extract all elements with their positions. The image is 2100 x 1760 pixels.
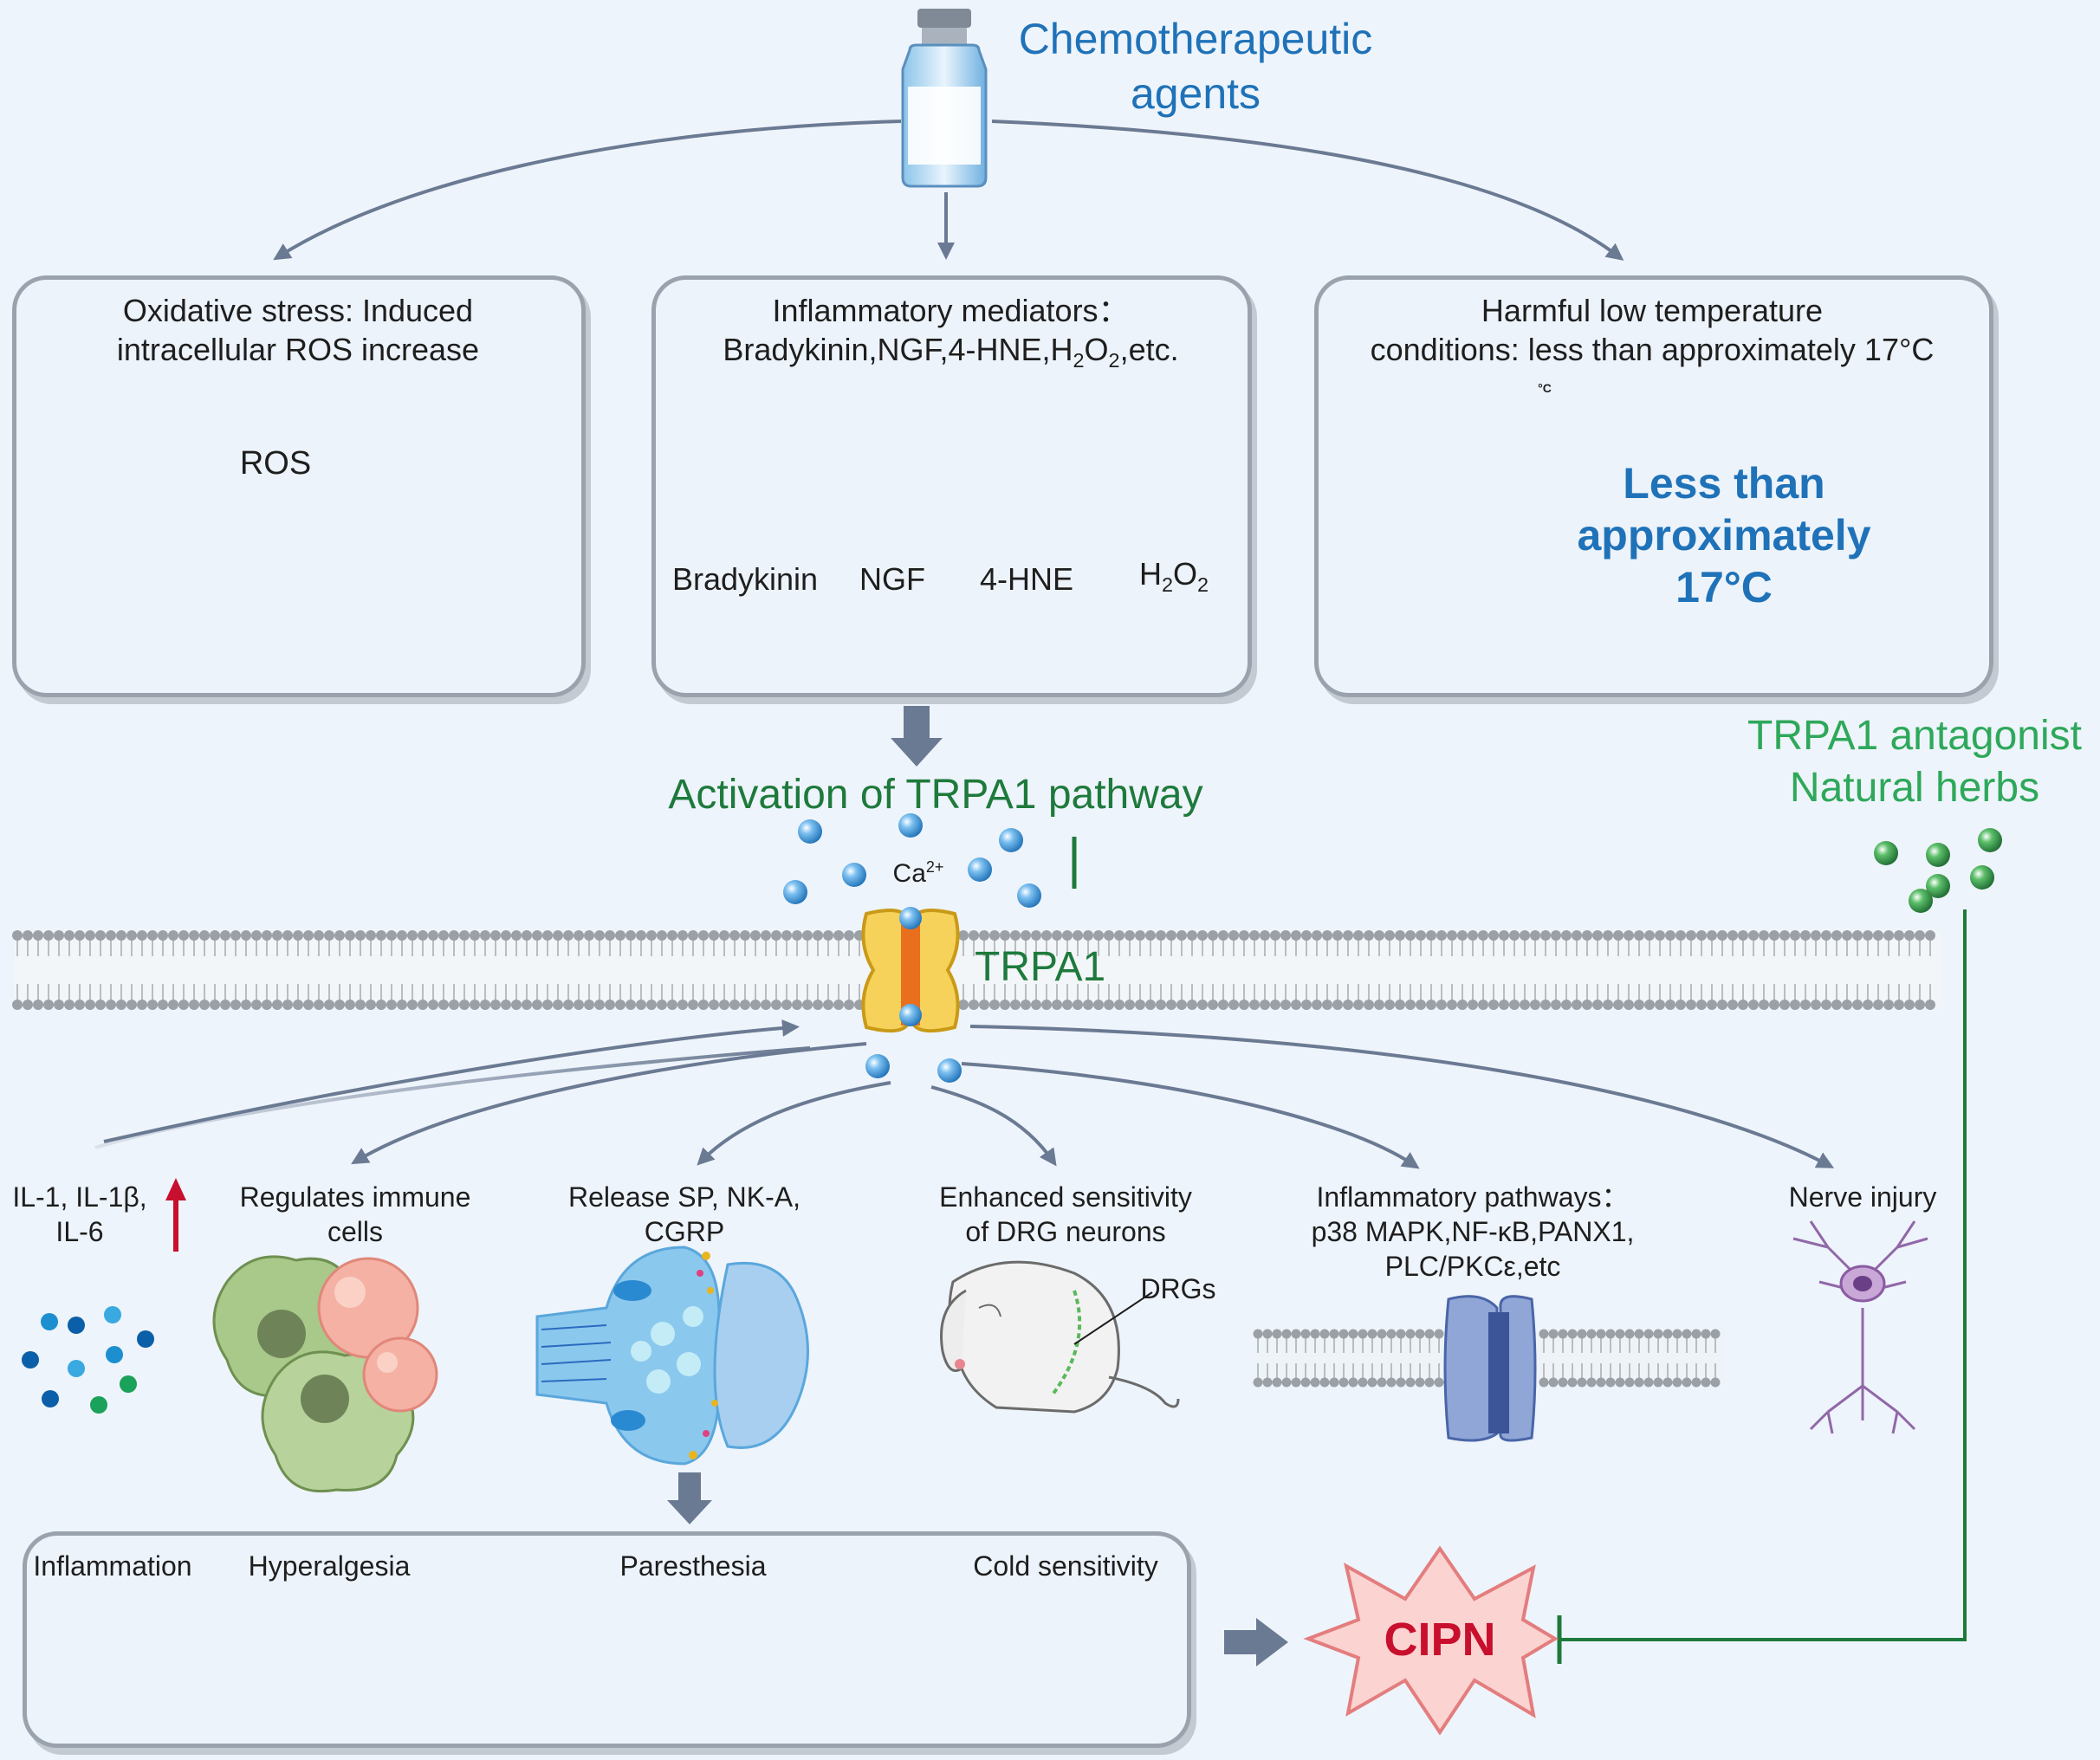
title-line-2: agents <box>1130 68 1261 118</box>
trpa1-label: TRPA1 <box>975 944 1106 990</box>
cipn-burst-icon <box>1303 1545 1559 1736</box>
drgs-callout: DRGs <box>1140 1273 1216 1304</box>
drg-label: Enhanced sensitivity of DRG neurons <box>918 1180 1213 1249</box>
drg-line-1: Enhanced sensitivity <box>939 1181 1192 1213</box>
release-line-2: CGRP <box>644 1216 725 1247</box>
cold-conditions-label: Harmful low temperature conditions: less… <box>1317 291 1987 369</box>
inflammatory-line-2-sub: 2 <box>1108 349 1120 372</box>
immune-line-2: cells <box>327 1216 383 1247</box>
inflammatory-line-2: Bradykinin,NGF,4-HNE,H2O2,etc. <box>655 330 1247 373</box>
arrow-to-release <box>697 1081 891 1166</box>
drg-line-2: of DRG neurons <box>965 1216 1166 1247</box>
oxidative-line-2: intracellular ROS increase <box>116 332 480 367</box>
h2o2-sub: 2 <box>1161 573 1173 597</box>
cold-line-2: conditions: less than approximately 17°C <box>1370 332 1935 367</box>
arrow-feedback <box>103 1019 800 1143</box>
antagonist-label: TRPA1 antagonist Natural herbs <box>1728 710 2100 814</box>
paresthesia-label: Paresthesia <box>619 1550 767 1582</box>
effect-arrows <box>94 1019 1835 1169</box>
synapse-icon <box>535 1246 809 1466</box>
release-label: Release SP, NK-A, CGRP <box>546 1180 823 1249</box>
cytokines-icon <box>22 1306 154 1414</box>
antagonist-line-2: Natural herbs <box>1789 765 2040 811</box>
release-line-1: Release SP, NK-A, <box>568 1181 800 1213</box>
cipn-arrow-icon <box>1224 1618 1288 1666</box>
h2o2-sub: 2 <box>1197 573 1209 597</box>
down-arrow-icon <box>891 706 943 767</box>
inflammation-label: Inflammation <box>33 1550 192 1582</box>
immune-cells-icon <box>212 1255 438 1493</box>
arrow-to-oxidative <box>273 120 902 261</box>
h2o2-part: O <box>1172 556 1197 592</box>
title-line-1: Chemotherapeutic <box>1018 15 1373 63</box>
il-line-2: IL-6 <box>55 1216 104 1247</box>
symptoms-box <box>23 1531 1191 1748</box>
inflammatory-line-2-sub: 2 <box>1073 349 1085 372</box>
inflammatory-line-2-part: Bradykinin,NGF,4-HNE,H <box>723 332 1073 367</box>
immune-label: Regulates immune cells <box>217 1180 494 1249</box>
pathways-label: Inflammatory pathways： p38 MAPK,NF-κB,PA… <box>1282 1180 1663 1284</box>
thermometer-unit-label: °C <box>1538 381 1552 395</box>
nerve-injury-label: Nerve injury <box>1788 1181 1937 1213</box>
calcium-label-sup: 2+ <box>925 858 944 876</box>
arrow-to-drg <box>930 1085 1057 1167</box>
h2o2-part: H <box>1138 556 1162 592</box>
calcium-ions-icon <box>783 813 1041 1083</box>
ngf-label: NGF <box>859 561 925 597</box>
arrow-to-immune <box>351 1042 867 1165</box>
pathways-line-3: PLC/PKCε,etc <box>1384 1251 1561 1282</box>
arrow-to-nerve <box>969 1025 1835 1168</box>
oxidative-stress-box <box>12 275 586 697</box>
immune-line-1: Regulates immune <box>239 1181 471 1213</box>
cold-conditions-box <box>1314 275 1993 697</box>
inflammatory-line-1: Inflammatory mediators： <box>772 293 1130 328</box>
oxidative-line-1: Oxidative stress: Induced <box>122 293 474 328</box>
inhibition-line <box>1072 837 1967 1664</box>
callout-line-2: approximately 17°C <box>1577 511 1871 611</box>
neuron-icon <box>1792 1220 1928 1434</box>
inflammatory-line-2-part: ,etc. <box>1119 332 1179 367</box>
cipn-label: CIPN <box>1384 1614 1496 1666</box>
membrane-channel-icon <box>1253 1295 1724 1442</box>
trpa1-channel-icon <box>861 907 960 1033</box>
less-than-17c-callout: Less than approximately 17°C <box>1542 457 1906 613</box>
ros-label: ROS <box>239 445 312 482</box>
pathways-line-2: p38 MAPK,NF-κB,PANX1, <box>1311 1216 1635 1247</box>
callout-line-1: Less than <box>1623 459 1825 508</box>
il-label: IL-1, IL-1β, IL-6 <box>2 1180 158 1249</box>
inflammatory-mediators-label: Inflammatory mediators： Bradykinin,NGF,4… <box>655 291 1247 373</box>
hne-label: 4-HNE <box>979 561 1074 597</box>
bradykinin-label: Bradykinin <box>671 561 819 597</box>
inflammatory-mediators-box <box>651 275 1252 697</box>
chemotherapeutic-agents-title: Chemotherapeutic agents <box>996 12 1395 120</box>
h2o2-label: H2O2 <box>1118 554 1230 598</box>
arrow-to-pathways <box>961 1062 1420 1169</box>
cell-membrane <box>12 930 1941 1010</box>
mouse-icon <box>940 1260 1180 1414</box>
pathways-line-1: Inflammatory pathways： <box>1316 1181 1630 1213</box>
activation-label: Activation of TRPA1 pathway <box>668 772 1203 818</box>
down-arrow-2-icon <box>667 1472 712 1524</box>
calcium-label: Ca2+ <box>884 857 953 890</box>
il-line-1: IL-1, IL-1β, <box>12 1181 147 1213</box>
cold-line-1: Harmful low temperature <box>1481 293 1824 328</box>
inflammatory-line-2-part: O <box>1084 332 1109 367</box>
oxidative-stress-label: Oxidative stress: Induced intracellular … <box>16 291 580 369</box>
calcium-label-text: Ca <box>892 859 926 888</box>
antagonist-line-1: TRPA1 antagonist <box>1747 713 2082 759</box>
cold-sensitivity-label: Cold sensitivity <box>973 1550 1158 1582</box>
natural-herbs-icon <box>1874 828 2002 913</box>
arrow-to-cold <box>991 120 1624 261</box>
vial-icon <box>901 9 988 188</box>
hyperalgesia-label: Hyperalgesia <box>248 1550 411 1582</box>
